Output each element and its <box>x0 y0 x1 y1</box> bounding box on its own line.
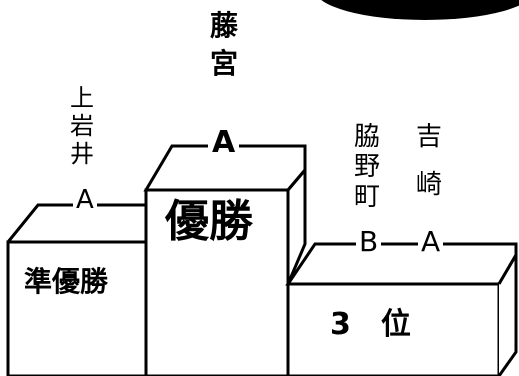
second-place-school-char: 上 <box>70 84 94 112</box>
third-place-team-1: B <box>356 228 382 256</box>
third-place-top <box>285 242 518 286</box>
second-place-team: A <box>73 187 97 213</box>
third-place-school-2-char: 崎 <box>416 170 443 200</box>
first-place-side <box>286 165 307 285</box>
second-place-school-char: 岩 <box>70 112 94 140</box>
third-place-side <box>497 249 518 376</box>
second-place-school-char: 井 <box>70 140 94 168</box>
first-place-school-char: 宮 <box>210 47 239 80</box>
third-place-school-1: 脇 野 町 <box>354 124 380 210</box>
first-place-rank-label: 優勝 <box>165 196 253 247</box>
third-place-school-1-char: 脇 <box>354 122 381 152</box>
first-place-team: A <box>208 128 240 158</box>
first-place-school: 藤 宮 <box>210 12 238 78</box>
third-place-rank-label: 3 位 <box>330 307 411 342</box>
third-place-school-2-char: 吉 <box>416 122 443 152</box>
decorative-blob <box>321 0 519 20</box>
third-place-school-1-char: 野 <box>354 152 381 182</box>
second-place-top <box>6 203 146 243</box>
first-place-school-char: 藤 <box>210 9 239 42</box>
third-place-school-2: 吉 崎 <box>416 124 442 198</box>
second-place-rank-label: 準優勝 <box>24 265 109 298</box>
second-place-school: 上 岩 井 <box>70 86 94 166</box>
third-place-school-1-char: 町 <box>354 182 381 212</box>
third-place-team-2: A <box>418 228 444 256</box>
first-place-top <box>143 144 307 192</box>
second-place-block <box>6 240 148 376</box>
